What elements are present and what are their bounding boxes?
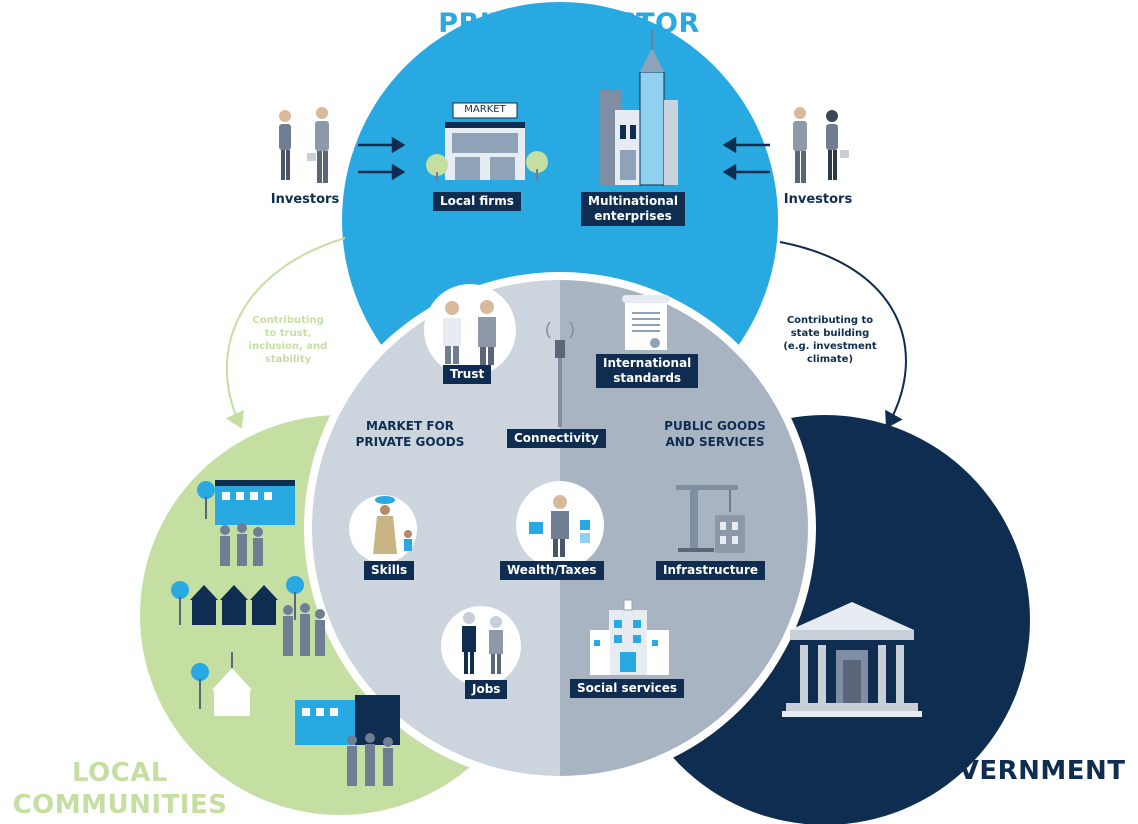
public-label-line1: PUBLIC GOODS — [664, 419, 766, 433]
jobs-icon — [441, 606, 521, 686]
market-building-icon — [426, 102, 548, 182]
wealth-icon — [516, 481, 604, 569]
skills-tag: Skills — [364, 561, 415, 580]
public-goods-label: PUBLIC GOODS AND SERVICES — [640, 418, 790, 450]
arrow-to-local — [225, 237, 346, 429]
market-label-line2: PRIVATE GOODS — [355, 435, 465, 449]
flow-left-line1: Contributing — [252, 315, 324, 326]
skills-icon — [349, 495, 417, 563]
flow-right-line3: (e.g. investment — [783, 341, 877, 352]
flow-right-line4: climate) — [806, 354, 854, 365]
flow-left-line3: inclusion, and — [248, 341, 328, 352]
standards-line1: International — [603, 356, 692, 370]
infrastructure-tag: Infrastructure — [656, 561, 766, 580]
investors-left-icon — [279, 107, 329, 183]
private-sector-title: PRIVATE SECTOR — [438, 8, 700, 39]
local-communities-title-line1: LOCAL — [71, 758, 168, 788]
skyscrapers-icon — [600, 30, 678, 186]
hospital-icon — [590, 599, 669, 675]
arrow-to-government — [779, 241, 907, 429]
trust-icon — [424, 284, 516, 376]
connectivity-tag: Connectivity — [507, 429, 606, 448]
standards-line2: standards — [613, 371, 682, 385]
flow-right-text: Contributing to state building (e.g. inv… — [765, 314, 895, 366]
wealth-taxes-tag: Wealth/Taxes — [500, 561, 604, 580]
local-communities-title-line2: COMMUNITIES — [12, 790, 228, 820]
flow-right-line1: Contributing to — [786, 315, 874, 326]
flow-left-line4: stability — [264, 354, 312, 365]
investors-left-label: Investors — [270, 192, 340, 207]
standards-icon — [622, 295, 670, 350]
antenna-icon — [546, 321, 574, 427]
local-firms-tag: Local firms — [433, 192, 521, 211]
government-building-icon — [782, 602, 922, 717]
flow-left-line2: to trust, — [264, 328, 312, 339]
trust-tag: Trust — [443, 365, 492, 384]
social-services-tag: Social services — [570, 679, 685, 698]
flow-right-line2: state building — [790, 328, 870, 339]
mne-line1: Multinational — [588, 194, 678, 208]
public-label-line2: AND SERVICES — [665, 435, 765, 449]
people-group-icon — [220, 523, 393, 786]
mne-line2: enterprises — [594, 209, 672, 223]
investor-arrows-right — [722, 136, 770, 181]
market-label-line1: MARKET FOR — [366, 419, 454, 433]
market-private-goods-label: MARKET FOR PRIVATE GOODS — [335, 418, 485, 450]
market-sign: MARKET — [464, 104, 506, 115]
investors-right-label: Investors — [783, 192, 853, 207]
flow-left-text: Contributing to trust, inclusion, and st… — [228, 314, 348, 366]
mne-tag: Multinational enterprises — [581, 192, 685, 226]
jobs-tag: Jobs — [465, 680, 508, 699]
standards-tag: International standards — [596, 354, 699, 388]
investor-arrows-left — [358, 136, 406, 181]
investors-right-icon — [793, 107, 849, 183]
government-title: GOVERNMENT — [915, 756, 1126, 786]
crane-icon — [676, 485, 745, 553]
